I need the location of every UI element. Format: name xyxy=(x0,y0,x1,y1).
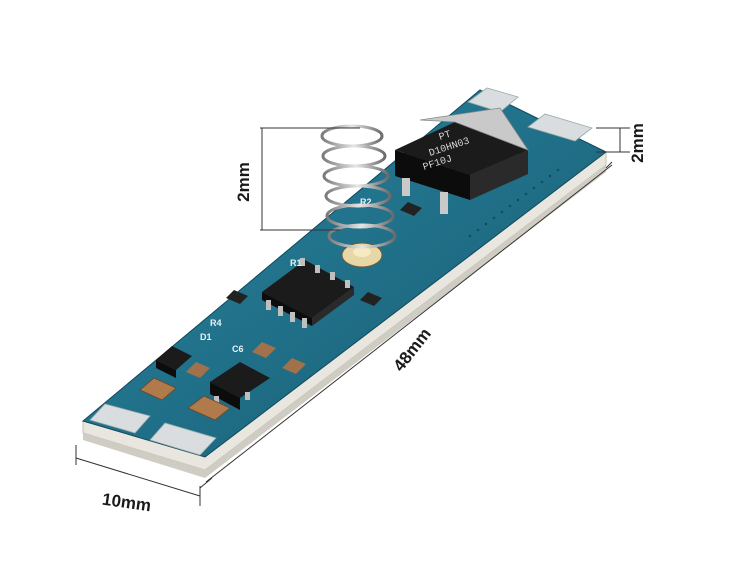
resistor-3 xyxy=(360,292,382,306)
pcb-vias xyxy=(468,168,560,238)
pad-left-1 xyxy=(89,403,151,434)
label-r4: R4 xyxy=(210,318,222,328)
ic-chip xyxy=(262,258,354,328)
spring xyxy=(320,124,397,249)
capacitor-4 xyxy=(252,342,276,358)
pad-left-2 xyxy=(149,422,217,456)
mosfet-marking-1: PT xyxy=(438,130,453,144)
board-thickness-label: 2mm xyxy=(627,123,647,163)
led xyxy=(341,242,383,268)
spring-height-label: 2mm xyxy=(233,162,253,202)
capacitor-3 xyxy=(186,362,210,378)
silkscreen-labels: R1 R2 D1 R4 C6 xyxy=(200,197,372,354)
dimension-lines xyxy=(75,127,630,506)
resistor-2 xyxy=(400,202,422,216)
label-r1: R1 xyxy=(290,258,302,268)
resistor-1 xyxy=(226,290,248,304)
label-r2: R2 xyxy=(360,197,372,207)
pad-right-1 xyxy=(467,87,519,113)
capacitor-2 xyxy=(187,395,231,421)
pad-right-2 xyxy=(527,113,593,142)
diode xyxy=(156,346,192,378)
capacitors xyxy=(139,202,422,421)
label-c6: C6 xyxy=(232,344,244,354)
mosfet-chip: PT D10HN03 PF10J xyxy=(395,107,530,214)
capacitor-1 xyxy=(139,377,177,401)
label-d1: D1 xyxy=(200,332,212,342)
transistor-chip xyxy=(210,362,270,410)
capacitor-5 xyxy=(282,358,306,374)
